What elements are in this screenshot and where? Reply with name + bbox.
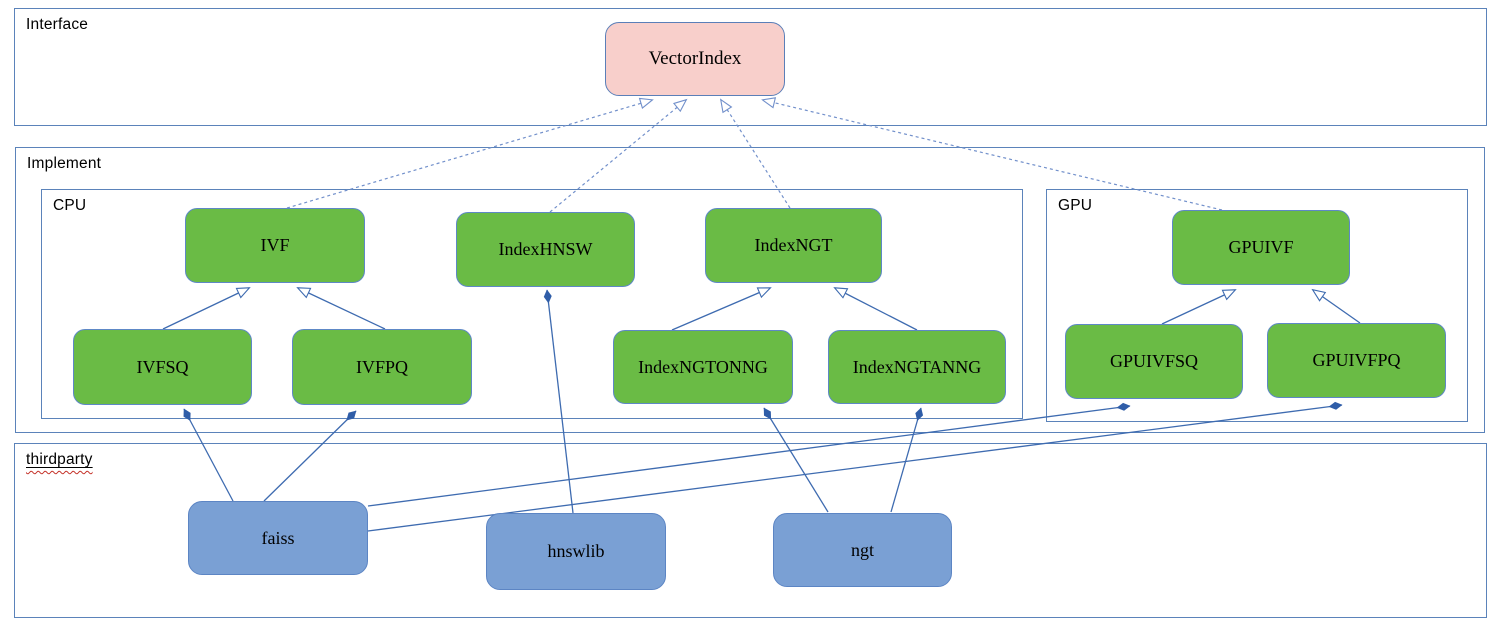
node-label-gpuivfsq: GPUIVFSQ bbox=[1109, 351, 1199, 371]
container-label-gpu: GPU bbox=[1058, 197, 1093, 214]
node-label-indexngt: IndexNGT bbox=[754, 235, 833, 255]
edge-faiss-ivfsq bbox=[183, 408, 234, 502]
node-ivfsq: IVFSQ bbox=[73, 329, 252, 405]
node-label-indexngtanng: IndexNGTANNG bbox=[852, 356, 982, 377]
node-gpuivfsq: GPUIVFSQ bbox=[1065, 324, 1243, 399]
edge-ngt-indexngtanng bbox=[890, 407, 924, 513]
node-faiss: faiss bbox=[188, 501, 368, 575]
container-label-implement: Implement bbox=[27, 155, 102, 172]
node-label-indexhnsw: IndexHNSW bbox=[498, 239, 593, 259]
node-label-gpuivfpq: GPUIVFPQ bbox=[1312, 350, 1401, 370]
node-label-ivfsq: IVFSQ bbox=[136, 356, 189, 377]
node-gpuivf: GPUIVF bbox=[1172, 210, 1350, 285]
node-label-faiss: faiss bbox=[261, 527, 295, 548]
node-label-vectorindex: VectorIndex bbox=[648, 48, 742, 69]
edge-indexngtanng-indexngt bbox=[833, 287, 918, 331]
edge-indexngt-vectorindex bbox=[719, 98, 791, 209]
container-thirdparty: thirdparty bbox=[14, 443, 1487, 618]
edge-ivfpq-ivf bbox=[296, 287, 386, 330]
node-indexngtanng: IndexNGTANNG bbox=[828, 330, 1006, 404]
node-indexngt: IndexNGT bbox=[705, 208, 882, 283]
node-ngt: ngt bbox=[773, 513, 952, 587]
node-label-ngt: ngt bbox=[850, 539, 874, 560]
container-label-cpu: CPU bbox=[53, 197, 87, 214]
container-label-thirdparty: thirdparty bbox=[26, 451, 93, 468]
node-ivf: IVF bbox=[185, 208, 365, 283]
edge-hnswlib-indexhnsw bbox=[543, 289, 574, 514]
node-label-ivfpq: IVFPQ bbox=[355, 356, 408, 377]
node-label-indexngtonng: IndexNGTONNG bbox=[638, 356, 768, 377]
edge-faiss-ivfpq bbox=[263, 410, 357, 502]
container-label-interface: Interface bbox=[26, 16, 89, 33]
edge-ivf-vectorindex bbox=[286, 97, 654, 209]
node-vectorindex: VectorIndex bbox=[605, 22, 785, 96]
edge-gpuivfpq-gpuivf bbox=[1311, 288, 1361, 324]
node-hnswlib: hnswlib bbox=[486, 513, 666, 590]
edge-faiss-gpuivfsq bbox=[367, 402, 1131, 507]
edge-ngt-indexngtonng bbox=[763, 407, 829, 513]
node-label-hnswlib: hnswlib bbox=[547, 541, 605, 561]
node-gpuivfpq: GPUIVFPQ bbox=[1267, 323, 1446, 398]
node-indexngtonng: IndexNGTONNG bbox=[613, 330, 793, 404]
edge-ivfsq-ivf bbox=[162, 287, 251, 330]
edge-gpuivfsq-gpuivf bbox=[1161, 289, 1237, 325]
node-label-ivf: IVF bbox=[260, 235, 290, 255]
edge-gpuivf-vectorindex bbox=[761, 97, 1223, 211]
node-indexhnsw: IndexHNSW bbox=[456, 212, 635, 287]
container-cpu: CPU bbox=[41, 189, 1023, 419]
edge-indexhnsw-vectorindex bbox=[549, 98, 688, 213]
edge-faiss-gpuivfpq bbox=[367, 401, 1343, 532]
container-interface: Interface bbox=[14, 8, 1487, 126]
container-gpu: GPU bbox=[1046, 189, 1468, 422]
node-label-gpuivf: GPUIVF bbox=[1228, 237, 1294, 257]
container-implement: Implement bbox=[15, 147, 1485, 433]
node-ivfpq: IVFPQ bbox=[292, 329, 472, 405]
edge-indexngtonng-indexngt bbox=[671, 287, 772, 331]
